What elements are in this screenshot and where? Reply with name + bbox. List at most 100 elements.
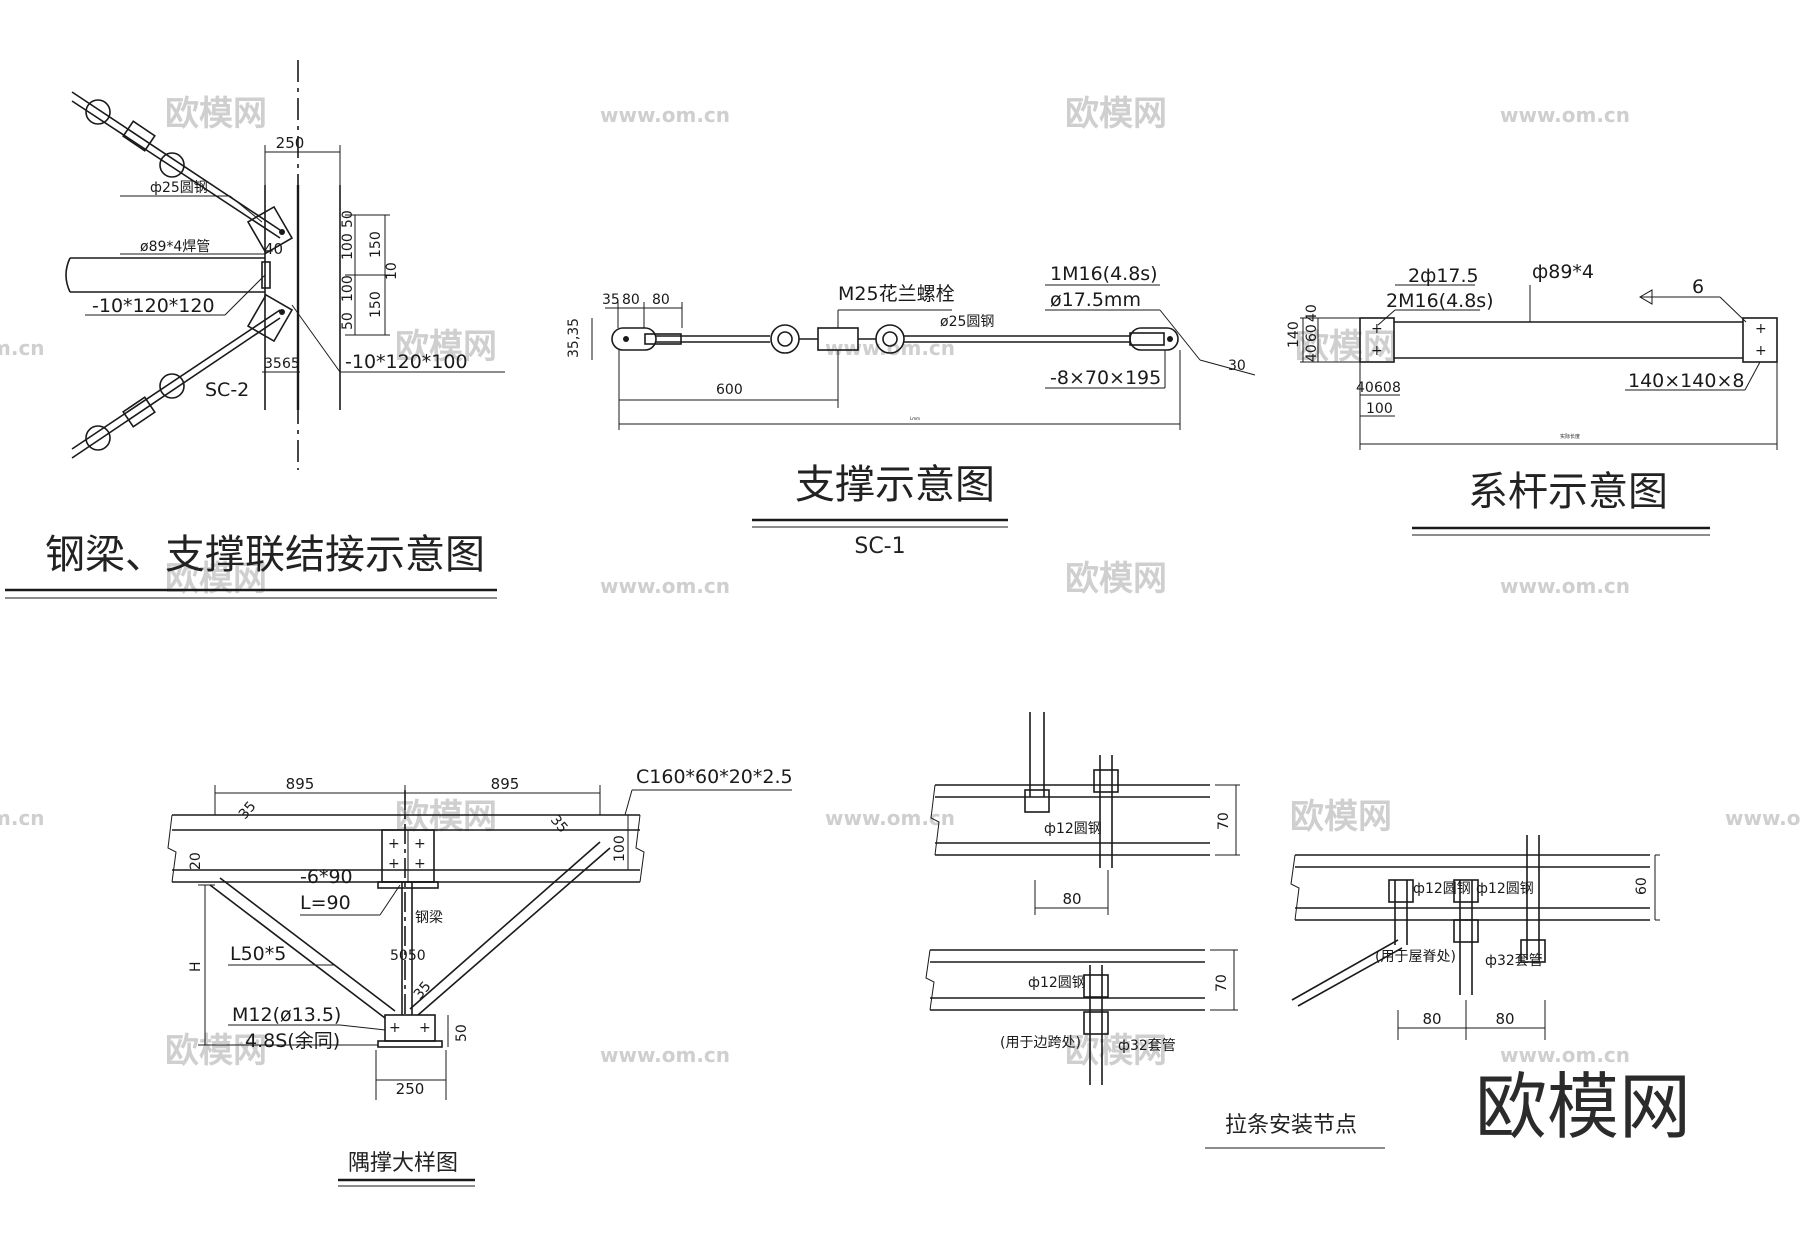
- knee-brace: [417, 847, 611, 1016]
- nut: [1024, 789, 1050, 813]
- watermark-url: www.om.cn: [600, 1043, 730, 1067]
- break-mark: [1290, 854, 1300, 921]
- bolt-hole: [1167, 336, 1173, 342]
- dim-total: 实际长度: [1560, 433, 1580, 440]
- nut: [1083, 1011, 1109, 1035]
- watermark-url: www.om.cn: [600, 103, 730, 127]
- flange-plate: [377, 881, 439, 889]
- upper-rod: [71, 91, 281, 231]
- joint-detail: 250 ф25圆钢 ø89*4焊管 40 -10*120*120 -10*120…: [5, 60, 505, 599]
- dim-65: 65: [282, 356, 300, 372]
- rod-label: ø25圆钢: [940, 314, 994, 330]
- dim-35: 35: [411, 979, 435, 1003]
- watermark-layer: 欧模网 www.om.cn 欧模网 www.om.cn m.cn 欧模网 www…: [0, 94, 1800, 1071]
- leader: [624, 789, 633, 816]
- rod-eye: [777, 331, 793, 347]
- dim-10: 10: [384, 262, 400, 280]
- watermark-cn: 欧模网: [395, 797, 497, 837]
- watermark-cn: 欧模网: [1065, 559, 1167, 599]
- dim-total: Lmm: [910, 416, 920, 421]
- rod-label: ф12圆钢: [1413, 881, 1471, 897]
- dim-100: 100: [340, 275, 356, 302]
- leader: [379, 884, 401, 916]
- bolt-mark: +: [419, 1020, 431, 1036]
- bolt-label: 1M16(4.8s): [1050, 263, 1158, 285]
- rod-eye: [875, 324, 905, 354]
- dim-80: 80: [1495, 1010, 1514, 1028]
- sleeve-label: ф32套管: [1118, 1038, 1176, 1054]
- watermark-url: www.om.cn: [825, 806, 955, 830]
- dim-100: 100: [340, 233, 356, 260]
- plate-label: -6*90: [300, 866, 353, 888]
- leader: [291, 304, 341, 373]
- nut: [1453, 879, 1479, 903]
- knee-brace: [409, 841, 601, 1010]
- nut: [1520, 939, 1546, 963]
- title-joint: 钢梁、支撑联结接示意图: [45, 532, 485, 578]
- watermark-url: www.om.cn: [600, 574, 730, 598]
- dim-80: 80: [1422, 1010, 1441, 1028]
- watermark-cn: 欧模网: [165, 1031, 267, 1071]
- dim-600: 600: [716, 382, 743, 398]
- flange-plate: [377, 1040, 443, 1048]
- knee-brace-detail: + + + + + + 895 8: [167, 766, 793, 1187]
- watermark-cn: 欧模网: [1065, 94, 1167, 134]
- leader: [1377, 309, 1396, 326]
- knee-brace: [209, 884, 386, 1019]
- bolt-label: M12(ø13.5): [232, 1004, 341, 1026]
- note: (用于屋脊处): [1375, 949, 1456, 965]
- rod-label: ф12圆钢: [1028, 975, 1086, 991]
- diagonal-rod: [1297, 947, 1403, 1007]
- slot: [1129, 332, 1165, 346]
- leader: [224, 274, 266, 316]
- dim-150: 150: [368, 231, 384, 258]
- purlin-tie-detail: ф12圆钢 70 80 ф12圆钢 70 (用于边跨处) ф32套管: [925, 712, 1660, 1149]
- knee-brace: [219, 877, 396, 1012]
- dim-40: 40: [1304, 344, 1320, 362]
- dim-35: 35: [236, 799, 260, 823]
- nut: [1083, 974, 1109, 998]
- rod-eye: [770, 324, 800, 354]
- bolt-mark: +: [389, 1020, 401, 1036]
- rod-eye: [882, 331, 898, 347]
- watermark-url: www.om.cn: [1500, 103, 1630, 127]
- note: (用于边跨处): [1000, 1035, 1081, 1051]
- dim-40: 40: [1356, 380, 1374, 396]
- break-mark: [925, 949, 935, 1011]
- plate-length: L=90: [300, 892, 351, 914]
- dim-60: 60: [1374, 380, 1392, 396]
- gusset-plate: [246, 205, 294, 255]
- dim-895: 895: [491, 775, 520, 793]
- dim-150: 150: [368, 291, 384, 318]
- weld-symbol: [1639, 289, 1653, 305]
- watermark-cn: 欧模网: [395, 327, 497, 367]
- pipe-break: [65, 257, 71, 293]
- watermark-url: www.om.cn: [1725, 806, 1800, 830]
- rod-eye: [159, 152, 185, 178]
- brace-end-plate: [611, 327, 657, 351]
- dim-35-35: 35,35: [566, 318, 582, 358]
- hole-label: ø17.5mm: [1050, 289, 1141, 311]
- brace-detail: 35 80 80 35,35 M25花兰螺栓 ø25圆钢 1M16(4.8s) …: [566, 263, 1256, 559]
- bolt-hole: [279, 309, 285, 315]
- break-mark: [930, 784, 940, 856]
- dim-50: 50: [340, 210, 356, 228]
- dim-8: 8: [1392, 380, 1401, 396]
- bolts-label: 2M16(4.8s): [1386, 290, 1494, 312]
- rod-eye: [159, 373, 185, 399]
- turnbuckle: [122, 120, 156, 152]
- bolt-mark: +: [1755, 321, 1767, 337]
- dim-70: 70: [1214, 974, 1230, 992]
- rod-eye: [85, 425, 111, 451]
- tie-detail: + + + + 2ф17.5 2M16(4.8s) ф89*4 6 140×14…: [1286, 261, 1778, 536]
- leader: [1719, 296, 1747, 323]
- bolt-mark: +: [414, 836, 426, 852]
- watermark-cn: 欧模网: [1065, 1031, 1167, 1071]
- bolt-mark: +: [388, 856, 400, 872]
- dim-30: 30: [1228, 358, 1246, 374]
- rod-label: ф12圆钢: [1476, 881, 1534, 897]
- weld-size: 6: [1692, 276, 1704, 298]
- title-purlin: 拉条安装节点: [1225, 1113, 1357, 1138]
- nut: [1093, 769, 1119, 793]
- plate-label: -8×70×195: [1050, 367, 1161, 389]
